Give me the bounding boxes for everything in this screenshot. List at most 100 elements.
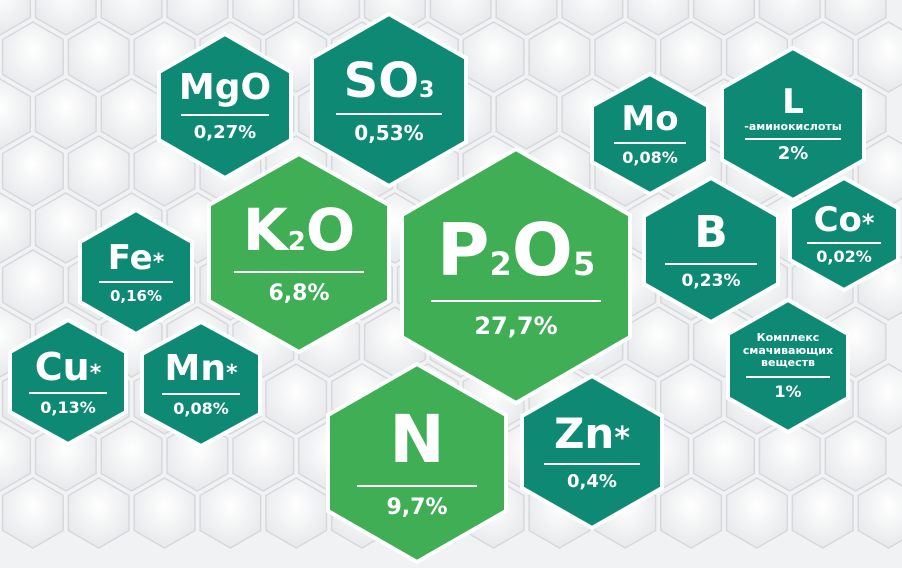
symbol-b: B [694, 206, 728, 258]
value-mgo: 0,27% [193, 122, 257, 143]
honeycomb-cell [660, 477, 723, 549]
symbol-co: Co* [813, 200, 875, 240]
value-k2o: 6,8% [268, 281, 330, 306]
honeycomb-cell [232, 0, 295, 36]
divider [180, 114, 269, 116]
value-n: 9,7% [386, 495, 448, 520]
value-mo: 0,08% [622, 148, 678, 167]
honeycomb-cell [232, 420, 295, 492]
tile-n: N 9,7% [324, 360, 510, 566]
honeycomb-cell [791, 477, 854, 549]
tile-mo: Mo 0,08% [588, 70, 712, 198]
honeycomb-cell [199, 477, 262, 549]
honeycomb-cell [627, 306, 690, 378]
tile-zn: Zn* 0,4% [518, 372, 666, 532]
note-complex: Комплекс [756, 331, 820, 345]
divider [99, 280, 173, 283]
symbol-mo: Mo [621, 99, 679, 139]
divider [162, 393, 240, 395]
honeycomb-cell [0, 0, 32, 36]
honeycomb-cell [34, 78, 97, 150]
symbol-mgo: MgO [178, 67, 272, 108]
symbol-l: L [782, 81, 804, 122]
symbol-cu: Cu* [34, 345, 102, 389]
divider [336, 113, 442, 115]
honeycomb-cell [298, 0, 361, 36]
honeycomb-cell [166, 0, 229, 36]
divider [29, 392, 107, 394]
divider [357, 485, 477, 487]
honeycomb-cell [692, 0, 756, 36]
honeycomb-cell [824, 0, 887, 36]
honeycomb-cell [67, 477, 130, 549]
honeycomb-cell [67, 135, 130, 207]
honeycomb-cell [528, 21, 591, 93]
note-substances: веществ [761, 356, 815, 370]
value-zn: 0,4% [567, 471, 617, 492]
tile-fe: Fe* 0,16% [76, 206, 196, 338]
honeycomb-cell [857, 477, 902, 549]
symbol-fe: Fe* [107, 237, 165, 278]
tile-l-amino-acids: L -аминокислоты 2% [718, 44, 868, 204]
honeycomb-cell [1, 477, 64, 549]
tile-mgo: MgO 0,27% [155, 30, 295, 182]
honeycomb-cell [594, 21, 657, 93]
value-wetting: 1% [774, 381, 802, 401]
honeycomb-cell [627, 0, 690, 36]
divider [614, 142, 686, 144]
tile-wetting-agents: Комплекс смачивающих веществ 1% [724, 296, 852, 436]
divider [544, 463, 640, 465]
value-mn: 0,08% [173, 399, 229, 418]
divider [744, 138, 841, 141]
honeycomb-cell [0, 78, 32, 150]
honeycomb-cell [495, 78, 558, 150]
honeycomb-cell [725, 477, 788, 549]
symbol-zn: Zn* [553, 409, 631, 458]
value-so3: 0,53% [354, 121, 424, 145]
honeycomb-cell [462, 21, 525, 93]
honeycomb-cell [265, 363, 328, 435]
honeycomb-cell [0, 192, 32, 264]
honeycomb-cell [429, 0, 492, 36]
value-p2o5: 27,7% [474, 312, 558, 340]
honeycomb-cell [34, 0, 97, 36]
honeycomb-cell [67, 21, 130, 93]
divider [807, 242, 881, 244]
honeycomb-cell [857, 363, 902, 435]
honeycomb-cell [561, 0, 624, 36]
honeycomb-cell [660, 363, 723, 435]
honeycomb-cell [758, 0, 821, 36]
honeycomb-cell [660, 21, 723, 93]
note-wetting: смачивающих [742, 343, 834, 357]
honeycomb-cell [1, 135, 64, 207]
tile-cu: Cu* 0,13% [6, 316, 130, 448]
honeycomb-cell [100, 0, 163, 36]
tile-mn: Mn* 0,08% [138, 318, 264, 450]
divider [234, 271, 364, 273]
honeycomb-cell [1, 249, 64, 321]
symbol-mn: Mn* [164, 348, 238, 389]
honeycomb-cell [692, 420, 756, 492]
value-fe: 0,16% [109, 286, 163, 305]
divider [431, 300, 601, 302]
symbol-n: N [389, 401, 445, 478]
value-cu: 0,13% [40, 398, 96, 417]
divider [665, 262, 757, 265]
honeycomb-cell [0, 420, 32, 492]
honeycomb-cell [857, 21, 902, 93]
honeycomb-cell [100, 420, 163, 492]
note-amino-acids: -аминокислоты [744, 119, 842, 133]
tile-b: B 0,23% [640, 174, 782, 326]
honeycomb-cell [133, 477, 196, 549]
honeycomb-cell [265, 477, 328, 549]
value-co: 0,02% [816, 247, 872, 266]
honeycomb-cell [1, 21, 64, 93]
value-b: 0,23% [681, 270, 741, 291]
value-l: 2% [777, 143, 809, 165]
